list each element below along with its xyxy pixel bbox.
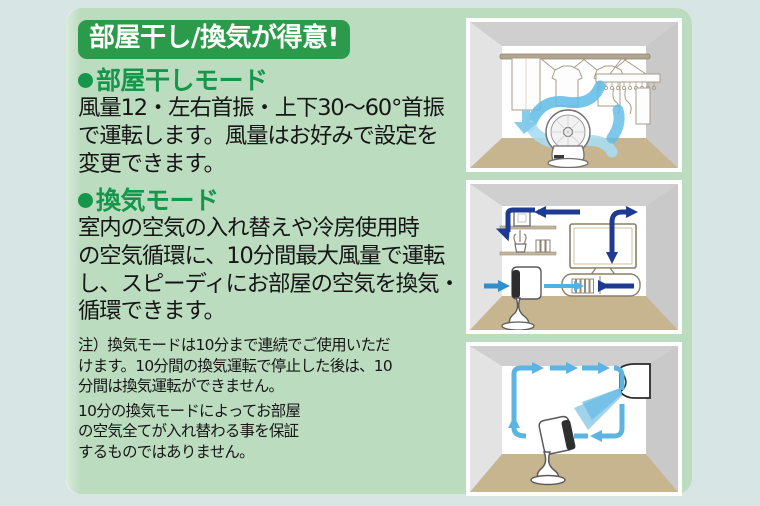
note-ventilation-duration: 注）換気モードは10分まで連続でご使用いただ けます。10分間の換気運転で停止し… bbox=[78, 336, 393, 396]
mode-heading-label: 部屋干しモード bbox=[96, 65, 268, 95]
panel-room-drying bbox=[466, 18, 682, 172]
panel-air-circulation bbox=[466, 342, 682, 496]
title-banner: 部屋干し/換気が得意! bbox=[78, 20, 350, 59]
mode-heading-room-drying: 部屋干しモード bbox=[78, 65, 474, 95]
content-card: 部屋干し/換気が得意! 部屋干しモード 風量12・左右首振・上下30〜60°首振… bbox=[66, 8, 692, 496]
mode-body-room-drying: 風量12・左右首振・上下30〜60°首振 で運転します。風量はお好みで設定を 変… bbox=[78, 95, 445, 177]
illustration-panel-list bbox=[466, 18, 682, 496]
room-drying-illustration bbox=[470, 22, 678, 168]
note-no-guarantee: 10分の換気モードによってお部屋 の空気全てが入れ替わる事を保証 するものではあ… bbox=[78, 401, 301, 461]
circulator-fan-icon bbox=[530, 415, 576, 486]
text-column: 部屋干し/換気が得意! 部屋干しモード 風量12・左右首振・上下30〜60°首振… bbox=[78, 20, 474, 482]
mode-heading-ventilation: 換気モード bbox=[78, 185, 474, 215]
ventilation-illustration bbox=[470, 184, 678, 330]
panel-ventilation bbox=[466, 180, 682, 334]
loop-airflow-arrows bbox=[511, 365, 625, 439]
circulator-fan-icon bbox=[501, 266, 542, 330]
air-circulation-illustration bbox=[470, 346, 678, 492]
mode-heading-label: 換気モード bbox=[96, 185, 219, 215]
filled-circle-bullet-icon bbox=[78, 192, 93, 208]
mode-body-ventilation: 室内の空気の入れ替えや冷房使用時 の空気循環に、10分間最大風量で運転 し、スピ… bbox=[78, 215, 461, 325]
filled-circle-bullet-icon bbox=[78, 72, 93, 88]
circulator-fan-icon bbox=[545, 109, 591, 168]
